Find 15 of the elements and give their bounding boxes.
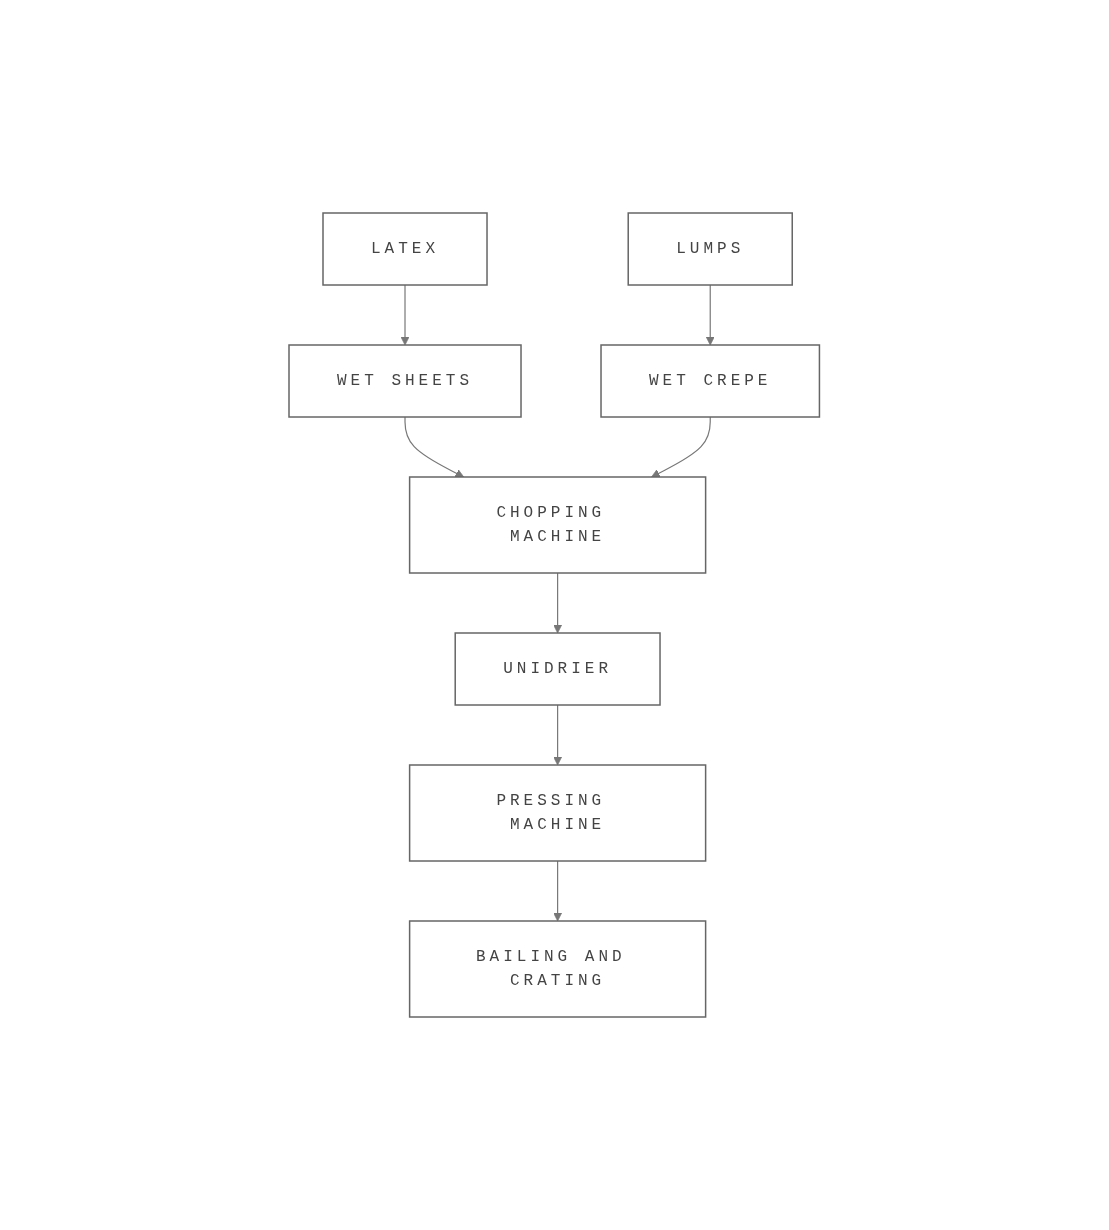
- node-box: WET SHEETS: [288, 344, 523, 418]
- arrow: [400, 284, 410, 346]
- node-box: UNIDRIER: [454, 632, 662, 706]
- arrow: [553, 704, 563, 766]
- node-box: WET CREPE: [600, 344, 821, 418]
- node-box: LUMPS: [627, 212, 794, 286]
- arrow: [651, 416, 712, 478]
- node-box: LATEX: [322, 212, 489, 286]
- arrow: [404, 416, 465, 478]
- node-box: BAILING AND CRATING: [409, 920, 707, 1018]
- node-box: CHOPPING MACHINE: [409, 476, 707, 574]
- node-box: PRESSING MACHINE: [409, 764, 707, 862]
- arrow: [706, 284, 715, 346]
- arrow: [553, 860, 563, 922]
- arrow: [553, 572, 563, 634]
